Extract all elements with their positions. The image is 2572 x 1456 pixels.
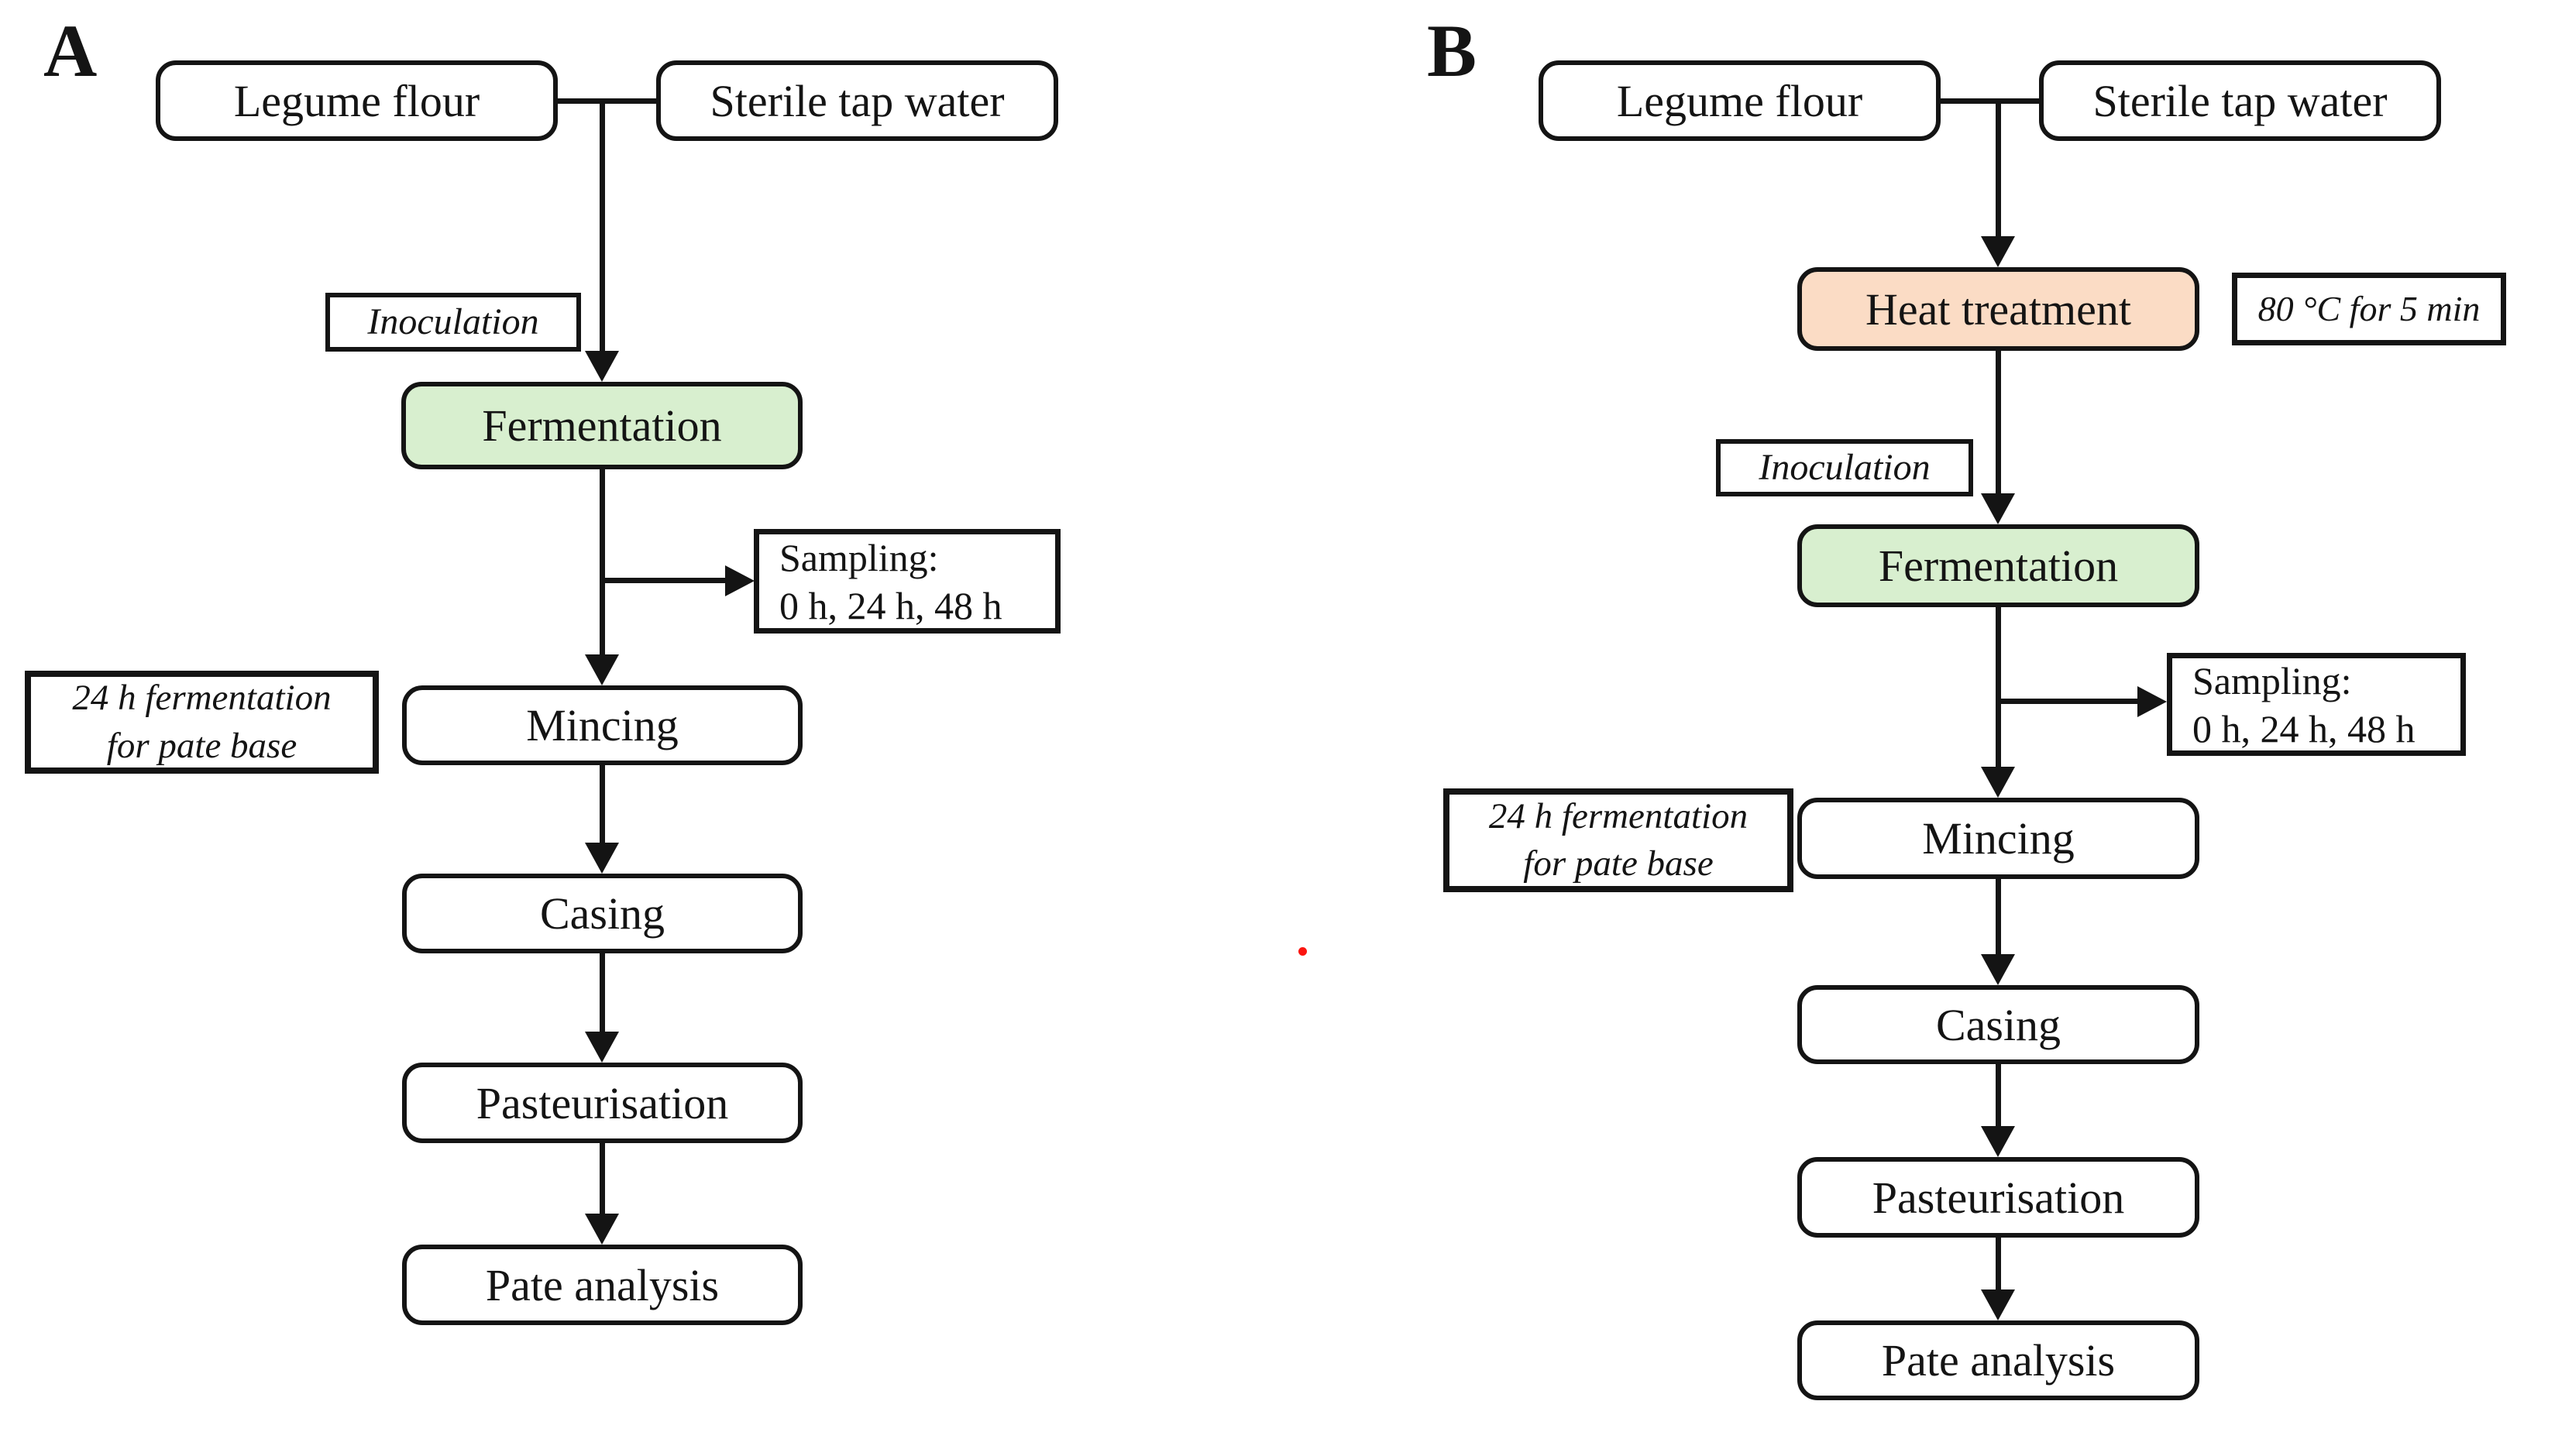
panel-a-pate-base-note-line1: 24 h fermentation [72, 678, 332, 719]
panel-b-sterile-tap-water-box: Sterile tap water [2039, 60, 2441, 141]
panel-b-connector-to-mincing [1996, 607, 2001, 767]
arrowhead-down-icon [585, 1214, 619, 1245]
panel-b-heat-treatment-note: 80 °C for 5 min [2232, 273, 2506, 345]
panel-b-connector-to-casing [1996, 879, 2001, 954]
panel-a-pate-analysis-box: Pate analysis [402, 1245, 803, 1325]
panel-a-label: A [43, 9, 98, 92]
panel-a-merge-connector [558, 98, 656, 104]
panel-b-fermentation-box: Fermentation [1797, 524, 2199, 607]
panel-b-connector-to-heat-treatment [1996, 101, 2001, 236]
panel-a-pasteurisation-box: Pasteurisation [402, 1063, 803, 1143]
arrowhead-down-icon [1981, 954, 2015, 985]
panel-a-inoculation-note: Inoculation [325, 293, 581, 352]
arrowhead-down-icon [585, 654, 619, 685]
panel-a-connector-to-pasteurisation [600, 953, 605, 1032]
arrowhead-down-icon [1981, 236, 2015, 267]
panel-a-connector-to-mincing [600, 469, 605, 654]
arrowhead-right-icon [2137, 686, 2167, 717]
panel-a-legume-flour-box: Legume flour [156, 60, 558, 141]
arrowhead-down-icon [1981, 1289, 2015, 1320]
arrowhead-right-icon [725, 565, 755, 596]
arrowhead-down-icon [585, 1032, 619, 1063]
panel-b-connector-to-fermentation [1996, 351, 2001, 493]
panel-b-pasteurisation-box: Pasteurisation [1797, 1157, 2199, 1238]
arrowhead-down-icon [585, 843, 619, 874]
panel-a-sampling-branch [603, 578, 725, 583]
panel-a-mincing-box: Mincing [402, 685, 803, 765]
panel-b-pate-base-note-line1: 24 h fermentation [1488, 795, 1748, 836]
panel-b-pate-analysis-box: Pate analysis [1797, 1320, 2199, 1400]
panel-b-sampling-branch [1999, 699, 2137, 704]
panel-a-sampling-box: Sampling: 0 h, 24 h, 48 h [754, 529, 1061, 634]
panel-a-pate-base-note-line2: for pate base [106, 725, 297, 766]
panel-b-sampling-times: 0 h, 24 h, 48 h [2192, 706, 2416, 750]
panel-b-pate-base-note-line2: for pate base [1523, 843, 1714, 884]
panel-a-connector-to-fermentation [600, 101, 605, 351]
stray-red-dot [1298, 947, 1307, 956]
panel-b-legume-flour-box: Legume flour [1539, 60, 1941, 141]
panel-b-heat-treatment-box: Heat treatment [1797, 267, 2199, 351]
panel-a-sterile-tap-water-box: Sterile tap water [656, 60, 1058, 141]
arrowhead-down-icon [1981, 767, 2015, 798]
arrowhead-down-icon [585, 351, 619, 382]
panel-b-label: B [1427, 9, 1477, 92]
arrowhead-down-icon [1981, 493, 2015, 524]
panel-a-connector-to-pate-analysis [600, 1143, 605, 1214]
panel-a-pate-base-note: 24 h fermentation for pate base [25, 671, 379, 774]
panel-b-mincing-box: Mincing [1797, 798, 2199, 879]
panel-b-pate-base-note: 24 h fermentation for pate base [1443, 788, 1793, 892]
panel-a-sampling-times: 0 h, 24 h, 48 h [779, 583, 1002, 627]
panel-b-connector-to-pasteurisation [1996, 1064, 2001, 1126]
panel-a-fermentation-box: Fermentation [401, 382, 803, 469]
panel-b-merge-connector [1941, 98, 2039, 104]
panel-b-inoculation-note: Inoculation [1716, 439, 1973, 496]
panel-b-sampling-title: Sampling: [2192, 658, 2352, 702]
panel-a-casing-box: Casing [402, 874, 803, 953]
panel-b-connector-to-pate-analysis [1996, 1238, 2001, 1289]
panel-a-sampling-title: Sampling: [779, 535, 939, 579]
panel-b-sampling-box: Sampling: 0 h, 24 h, 48 h [2167, 653, 2466, 756]
panel-b-casing-box: Casing [1797, 985, 2199, 1064]
arrowhead-down-icon [1981, 1126, 2015, 1157]
panel-a-connector-to-casing [600, 765, 605, 843]
